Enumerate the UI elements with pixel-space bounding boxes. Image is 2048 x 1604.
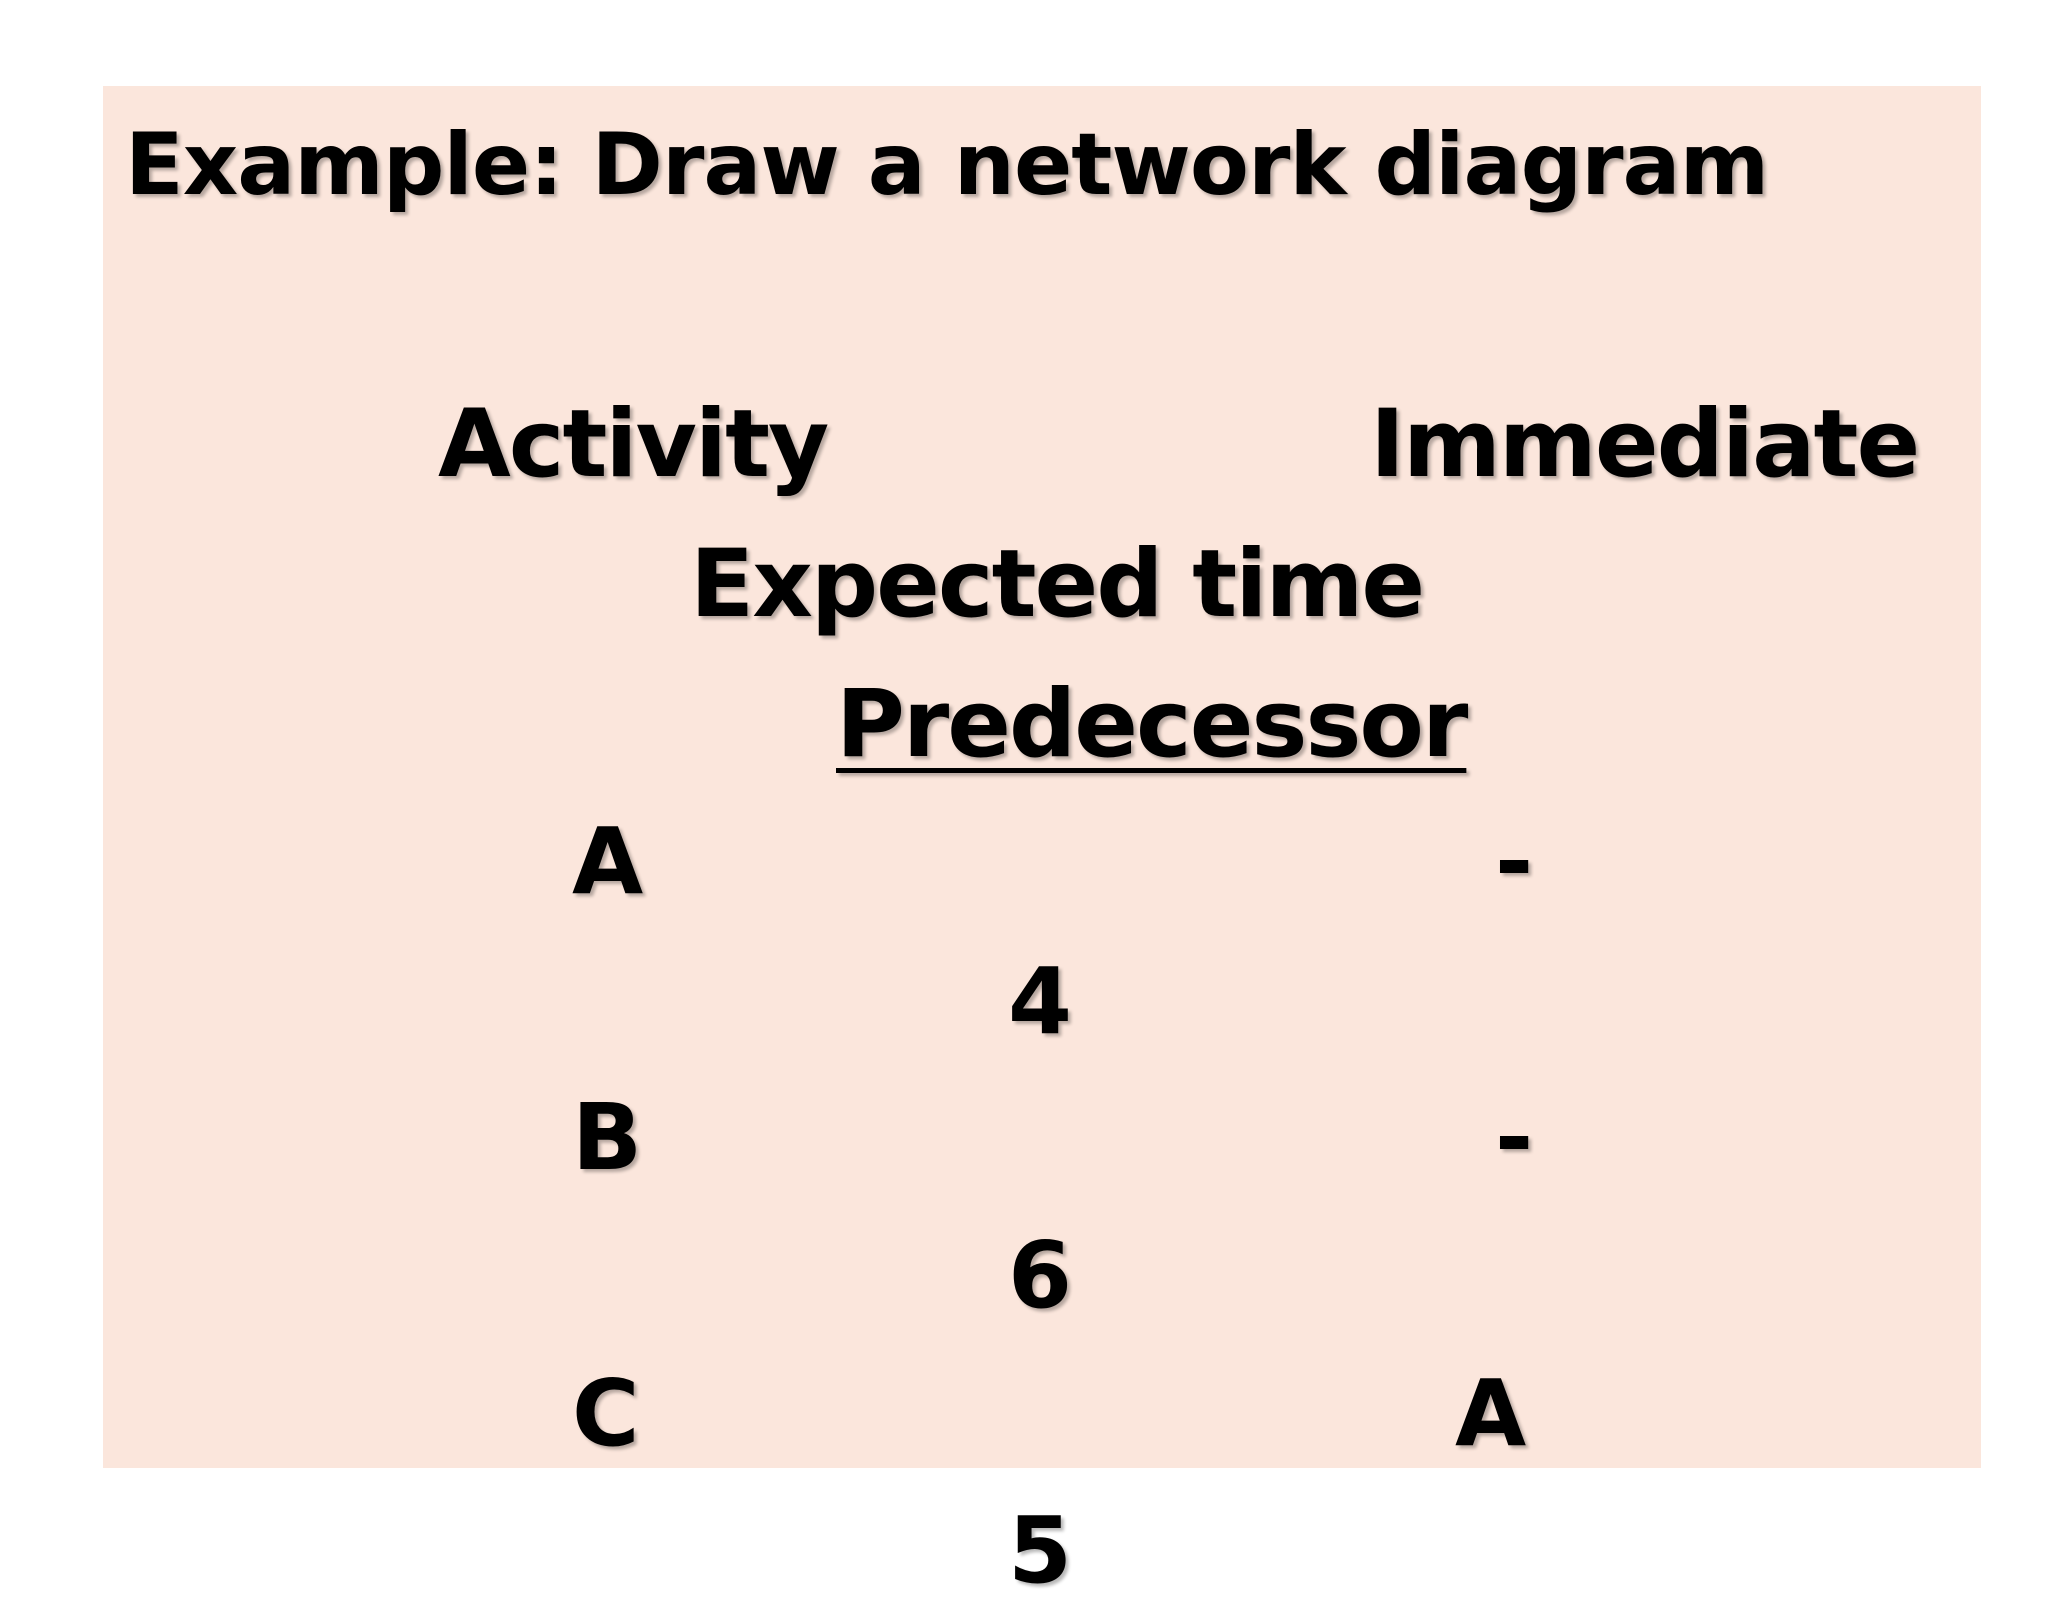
content-panel [103,86,1981,1468]
header-predecessor: Predecessor [836,670,1468,779]
row-a-predecessor: - [1495,808,1534,915]
slide: Example: Draw a network diagram Activity… [103,86,1981,1597]
row-b-time: 6 [1008,1222,1073,1329]
row-b-predecessor: - [1495,1084,1534,1191]
row-a-time: 4 [1008,948,1073,1055]
slide-title: Example: Draw a network diagram [125,115,1769,215]
header-immediate: Immediate [1370,390,1920,499]
row-c-predecessor: A [1455,1360,1527,1467]
row-a-activity: A [572,808,644,915]
header-expected-time: Expected time [690,530,1425,639]
row-c-time: 5 [1008,1497,1073,1604]
row-b-activity: B [572,1084,643,1191]
row-c-activity: C [572,1360,640,1467]
header-activity: Activity [438,390,829,499]
